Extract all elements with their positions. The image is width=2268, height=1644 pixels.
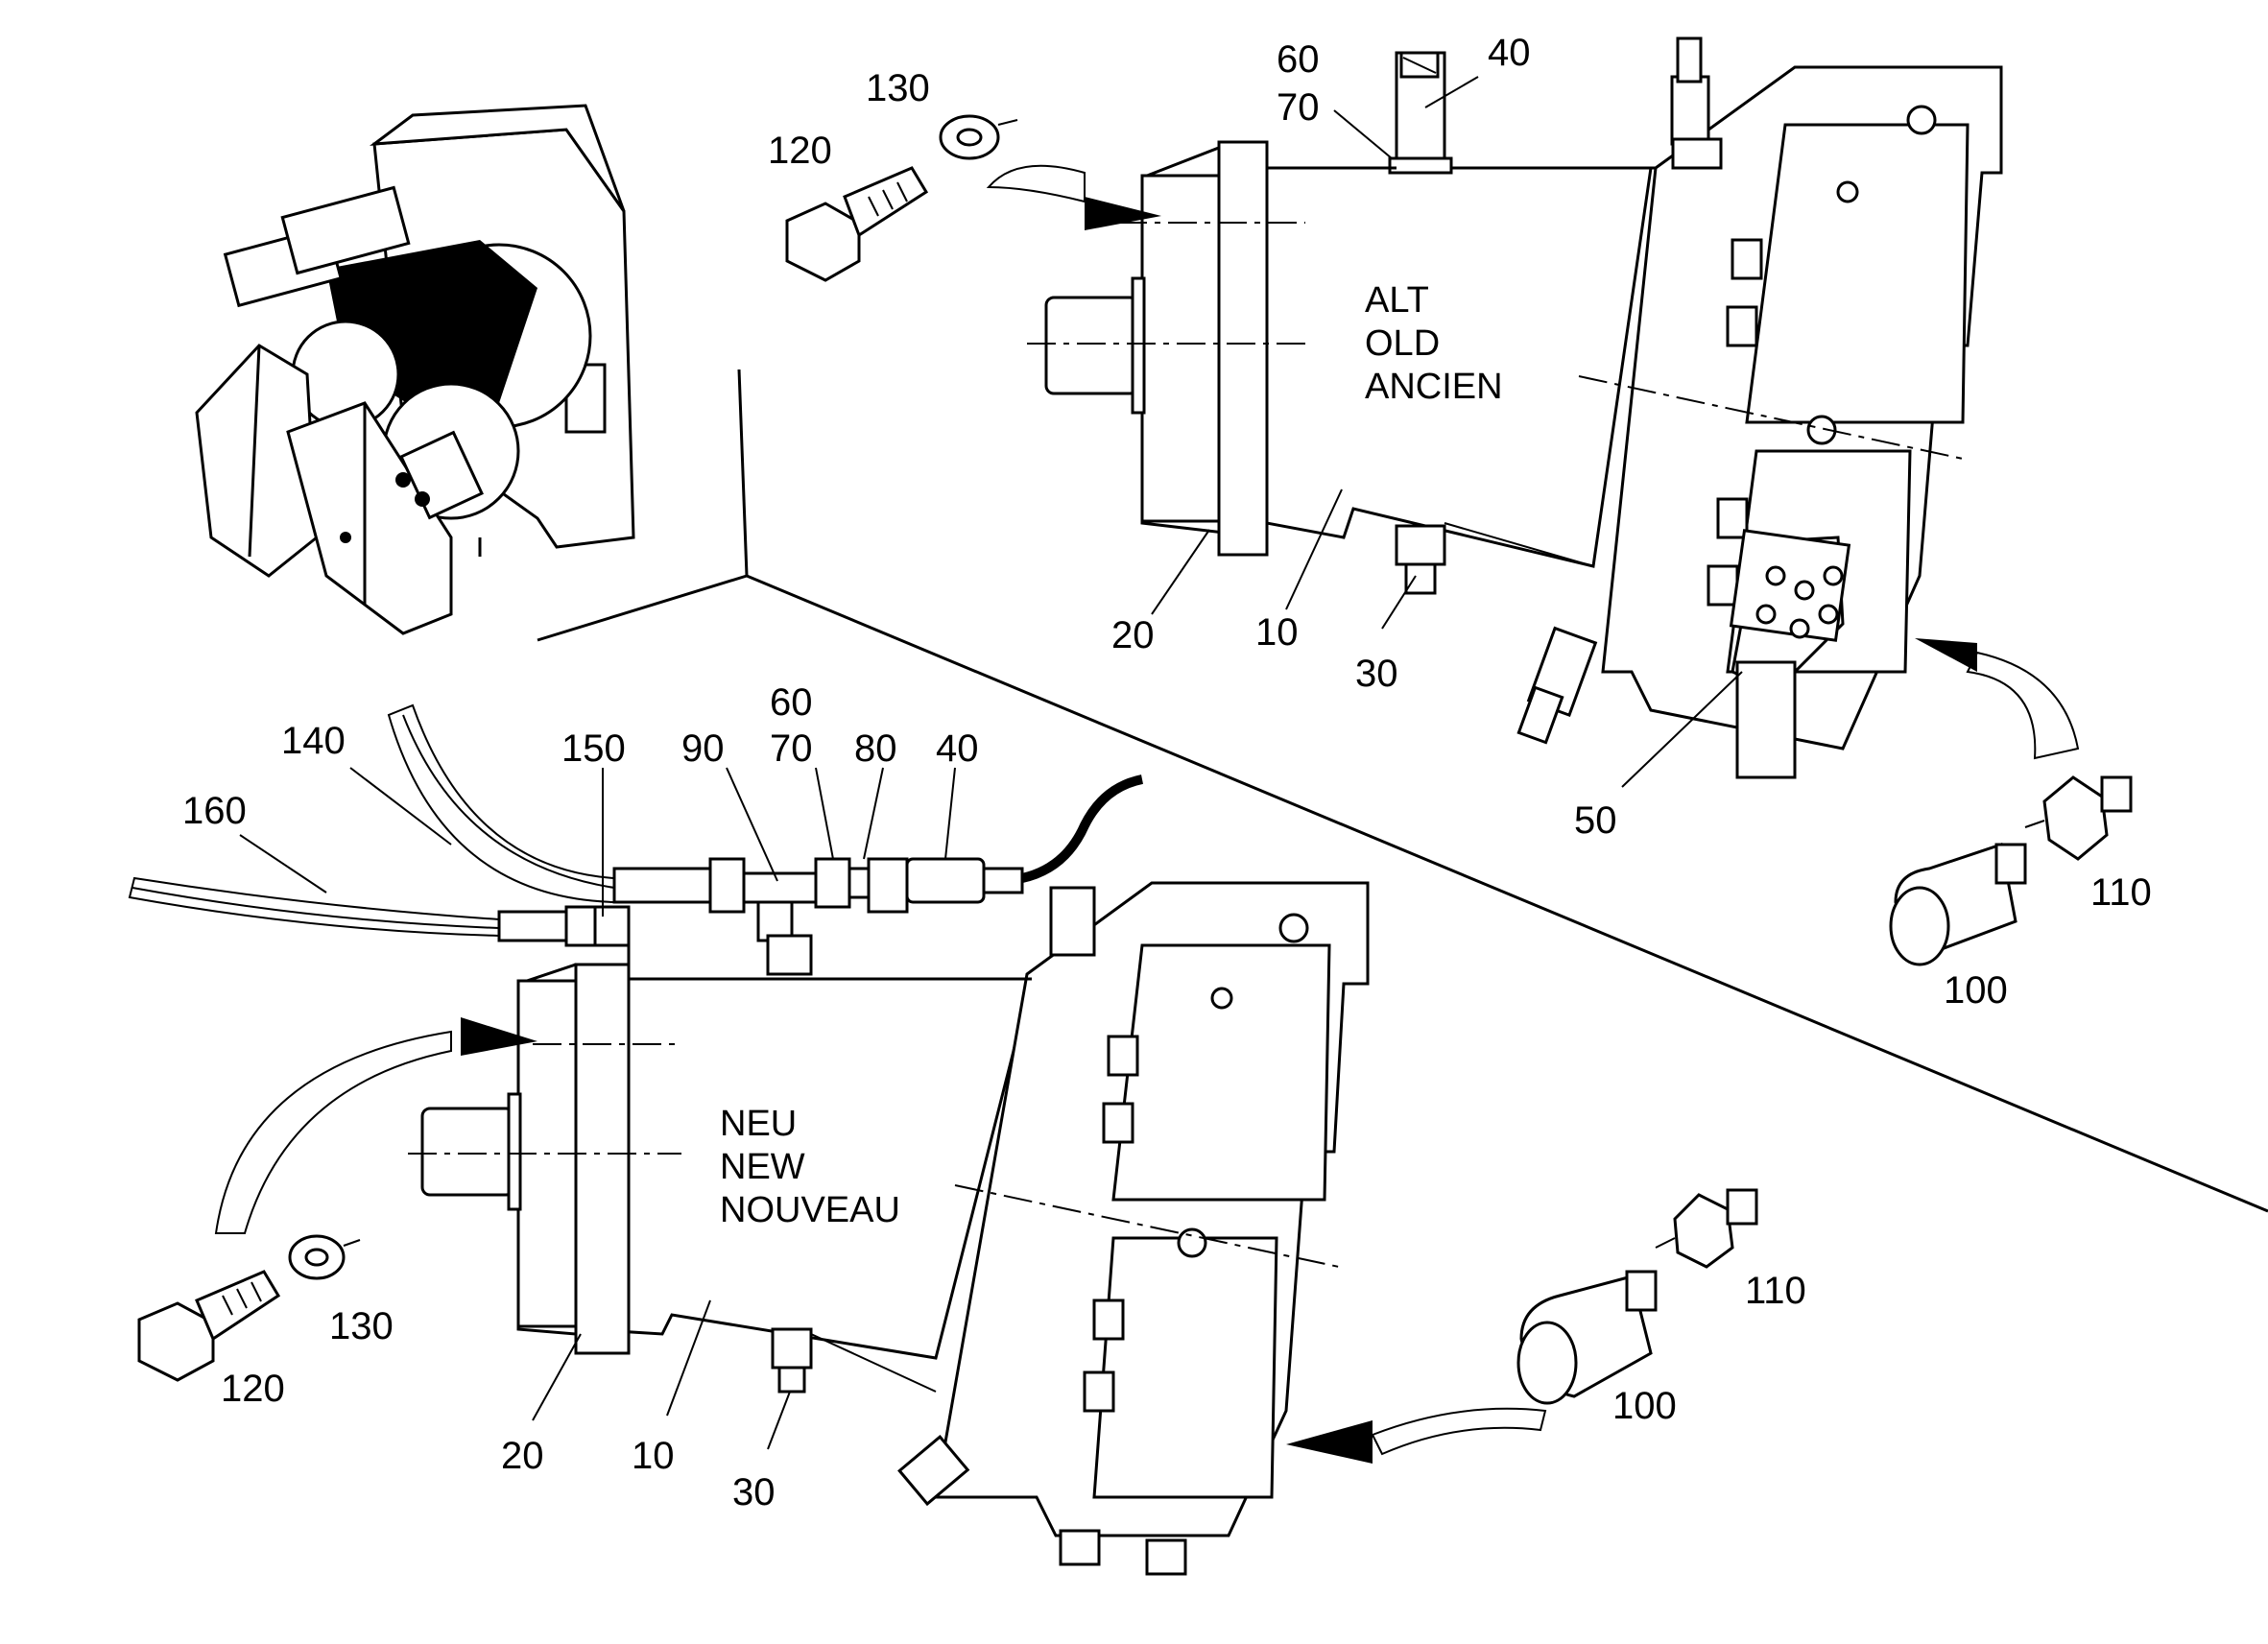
old-callout-70: 70 — [1277, 86, 1320, 129]
new-callout-10: 10 — [632, 1435, 675, 1477]
new-insert-arrow — [214, 1017, 537, 1234]
new-callout-160: 160 — [182, 790, 247, 832]
new-callout-20: 20 — [501, 1435, 544, 1477]
old-callout-10: 10 — [1255, 611, 1299, 654]
new-callout-40: 40 — [936, 727, 979, 770]
new-callout-30: 30 — [732, 1471, 776, 1513]
new-callout-100: 100 — [1612, 1385, 1677, 1427]
section-separator — [537, 369, 2268, 1213]
new-filter-arrow — [1286, 1407, 1547, 1464]
new-callout-150: 150 — [561, 727, 626, 770]
old-callout-20: 20 — [1111, 614, 1155, 656]
old-assembly: ALT OLD ANCIEN 60 70 40 130 120 20 10 30… — [768, 32, 2152, 1012]
hex-bolt-icon — [137, 1270, 281, 1382]
old-callout-130: 130 — [866, 67, 930, 109]
old-label-line2: OLD — [1365, 323, 1440, 364]
washer-icon — [288, 1234, 361, 1280]
hex-bolt-icon — [785, 166, 929, 282]
new-assembly: NEU NEW NOUVEAU 60 70 80 40 90 150 140 1… — [128, 681, 1806, 1576]
new-callout-120: 120 — [221, 1368, 285, 1410]
new-label-line1: NEU — [720, 1104, 797, 1144]
new-callout-140: 140 — [281, 720, 346, 762]
old-callout-120: 120 — [768, 130, 832, 172]
old-filter-arrow — [1915, 638, 2080, 760]
adapter-fitting-icon — [1655, 1188, 1758, 1269]
old-callout-40: 40 — [1488, 32, 1531, 74]
new-callout-130: 130 — [329, 1305, 394, 1347]
old-callout-100: 100 — [1944, 969, 2008, 1012]
old-leaders — [1151, 76, 1743, 788]
filter-cap-icon — [1889, 843, 2027, 966]
new-pump-body — [408, 881, 1370, 1576]
old-callout-30: 30 — [1355, 653, 1398, 695]
new-callout-110: 110 — [1745, 1270, 1806, 1312]
machine-thumbnail-icon — [195, 104, 635, 635]
old-pump-body — [1027, 36, 2003, 779]
old-callout-60: 60 — [1277, 38, 1320, 81]
old-label-line3: ANCIEN — [1365, 367, 1503, 407]
new-label-line2: NEW — [720, 1147, 805, 1187]
old-label-line1: ALT — [1365, 280, 1429, 321]
hose-icon — [128, 703, 909, 976]
new-callout-70: 70 — [770, 727, 813, 770]
new-leaders — [239, 767, 956, 1450]
old-callout-50: 50 — [1574, 799, 1617, 842]
old-insert-arrow — [986, 164, 1161, 230]
new-callout-80: 80 — [854, 727, 897, 770]
new-callout-90: 90 — [681, 727, 725, 770]
old-callout-110: 110 — [2090, 871, 2152, 914]
new-label-line3: NOUVEAU — [720, 1190, 900, 1230]
sensor-icon — [905, 774, 1144, 904]
washer-icon — [939, 114, 1018, 160]
adapter-fitting-icon — [2024, 775, 2133, 861]
new-callout-60: 60 — [770, 681, 813, 724]
filter-cap-icon — [1516, 1270, 1658, 1405]
